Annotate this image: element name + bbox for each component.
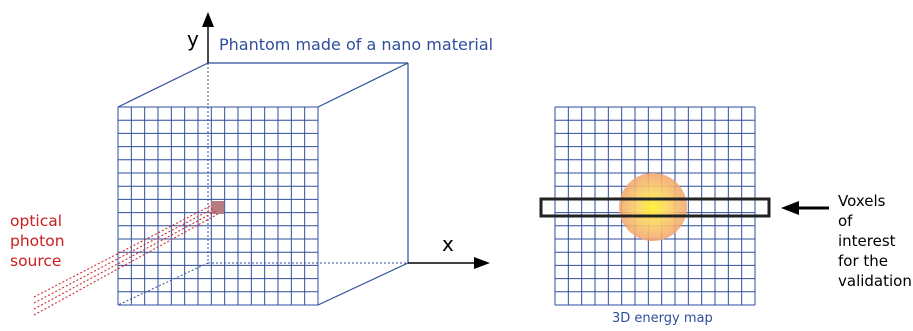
axis-y-label: y xyxy=(187,27,199,51)
source-voxel xyxy=(211,201,224,214)
energy-map-label: 3D energy map xyxy=(612,311,713,326)
phantom-cube xyxy=(117,62,409,306)
energy-map-grid xyxy=(554,106,756,306)
edge-top-right xyxy=(317,62,409,108)
cube-hidden-edges xyxy=(117,63,408,306)
axis-y xyxy=(202,12,214,63)
axis-y-arrow-icon xyxy=(202,12,214,27)
phantom-label: Phantom made of a nano material xyxy=(219,35,494,54)
axis-x-label: x xyxy=(442,232,454,256)
photon-beam xyxy=(33,204,219,316)
energy-hotspot xyxy=(619,173,687,241)
axis-x-arrow-icon xyxy=(474,257,490,269)
energy-map xyxy=(539,106,771,306)
edge-bottom-right xyxy=(317,262,409,306)
arrow-left-icon xyxy=(781,201,799,215)
cube-edges xyxy=(117,62,409,306)
voxels-of-interest-box xyxy=(539,197,771,218)
edge-top-left xyxy=(117,62,209,108)
hidden-edge-depth xyxy=(117,262,209,306)
voxels-of-interest-label: Voxels of interest for the validation xyxy=(838,192,912,290)
beam-line xyxy=(33,210,217,310)
beam-line xyxy=(33,204,213,298)
beam-line xyxy=(33,207,215,304)
beam-line xyxy=(33,213,219,316)
axis-x xyxy=(408,257,490,269)
photon-source-label: optical photon source xyxy=(10,212,65,270)
pointer-arrow xyxy=(781,201,829,215)
